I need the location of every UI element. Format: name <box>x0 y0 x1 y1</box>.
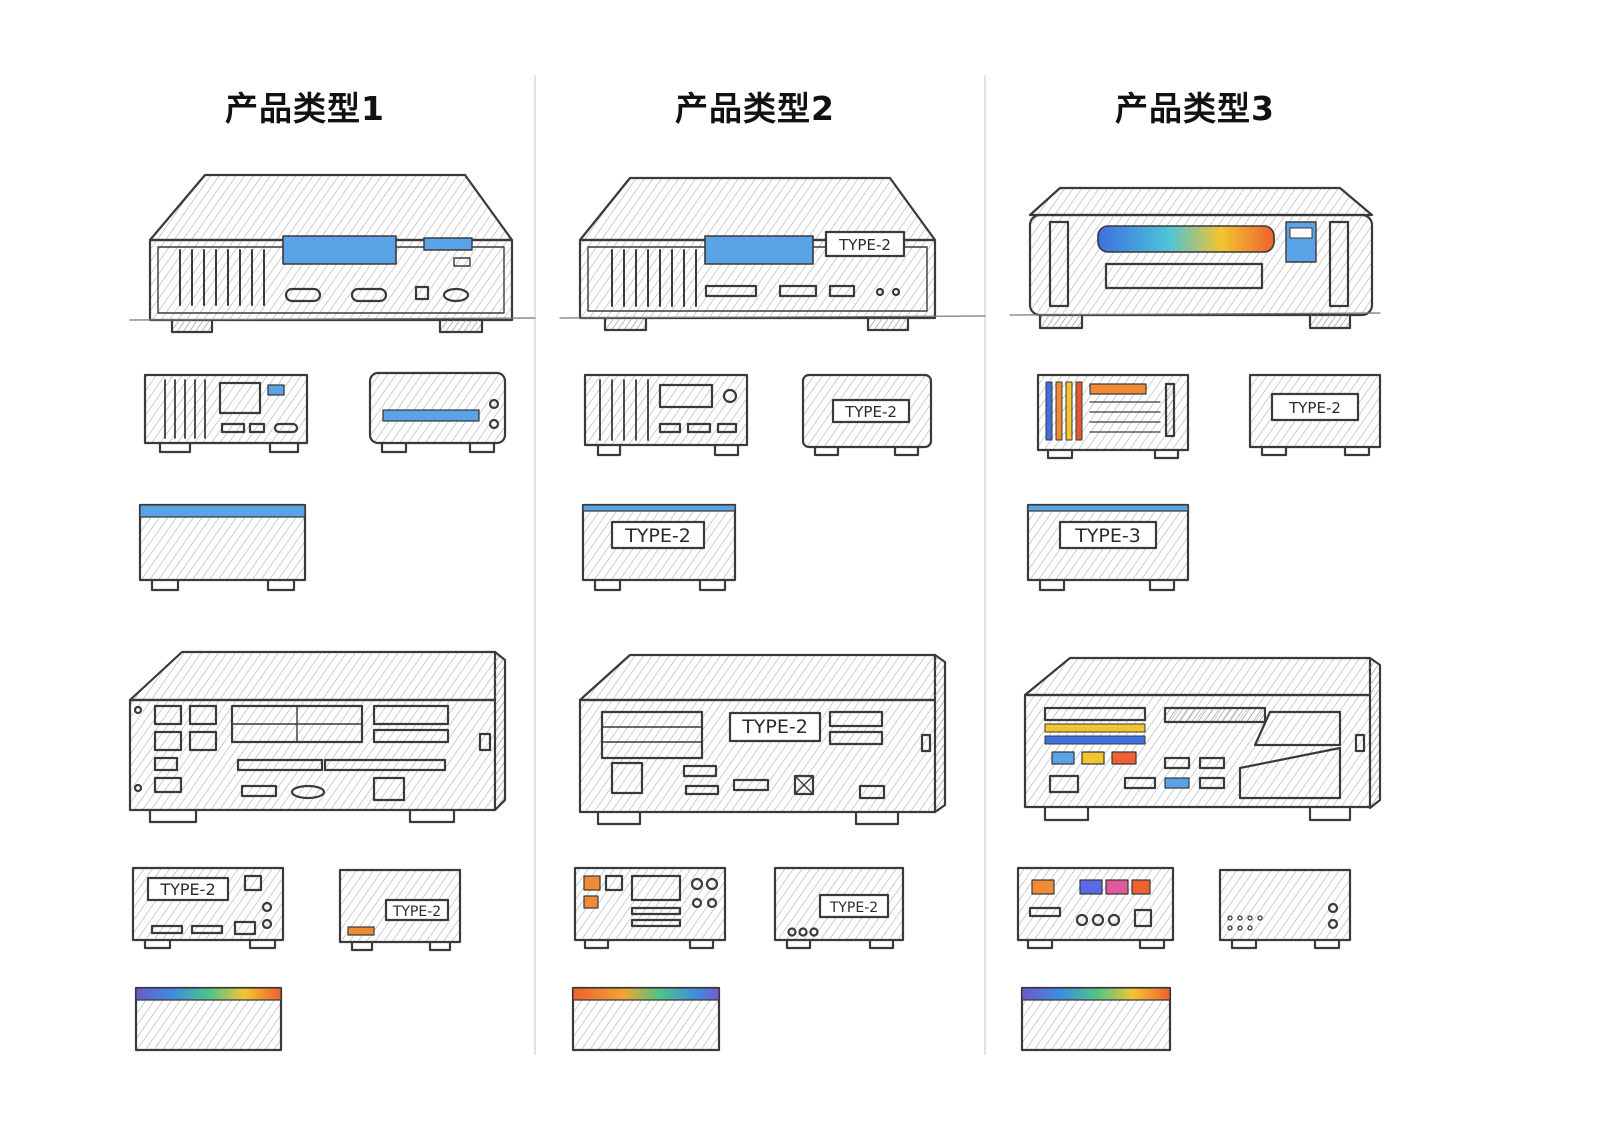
col3-small-unit-a <box>1036 373 1190 460</box>
col1-main-unit-top <box>129 173 536 334</box>
col2-small-unit-b: TYPE-2 <box>801 373 933 457</box>
col1-small-unit-e: TYPE-2 <box>338 868 462 952</box>
col3-main-unit-top <box>1009 186 1381 330</box>
col1-small-unit-a <box>143 373 309 454</box>
col2-small-unit-c: TYPE-2 <box>581 503 737 592</box>
col2-label-type2-main: TYPE-2 <box>838 236 891 254</box>
col1-label-type2-b: TYPE-2 <box>392 904 441 920</box>
col2-main-unit-top: TYPE-2 <box>559 176 986 332</box>
col2-small-unit-e: TYPE-2 <box>773 866 905 950</box>
col1-small-unit-f <box>134 986 283 1052</box>
col2-label-type2-d: TYPE-2 <box>741 716 808 738</box>
col3-small-unit-e <box>1218 868 1352 950</box>
col1-label-type2-a: TYPE-2 <box>159 880 215 899</box>
col3-small-unit-b: TYPE-2 <box>1248 373 1382 457</box>
col2-small-unit-a <box>583 373 749 457</box>
column-title-3: 产品类型3 <box>1115 89 1275 128</box>
col2-main-unit-bottom: TYPE-2 <box>578 653 947 826</box>
column-title-1: 产品类型1 <box>225 89 385 128</box>
col1-small-unit-d: TYPE-2 <box>131 866 285 950</box>
col3-small-unit-c: TYPE-3 <box>1026 503 1190 592</box>
col2-small-unit-f <box>571 986 721 1052</box>
col1-small-unit-c <box>138 503 307 592</box>
col1-main-unit-bottom <box>128 650 507 824</box>
col3-small-unit-f <box>1020 986 1172 1052</box>
col2-label-type2-b: TYPE-2 <box>844 403 897 421</box>
col3-main-unit-bottom <box>1023 656 1382 822</box>
col3-label-type2-b: TYPE-2 <box>1288 399 1341 417</box>
col2-label-type2-e: TYPE-2 <box>829 900 878 916</box>
col2-label-type2-c: TYPE-2 <box>624 525 691 547</box>
col3-label-type3: TYPE-3 <box>1074 525 1141 547</box>
col3-small-unit-d <box>1016 866 1175 950</box>
col2-small-unit-d <box>573 866 727 950</box>
column-title-2: 产品类型2 <box>675 89 835 128</box>
col1-small-unit-b <box>368 371 507 454</box>
